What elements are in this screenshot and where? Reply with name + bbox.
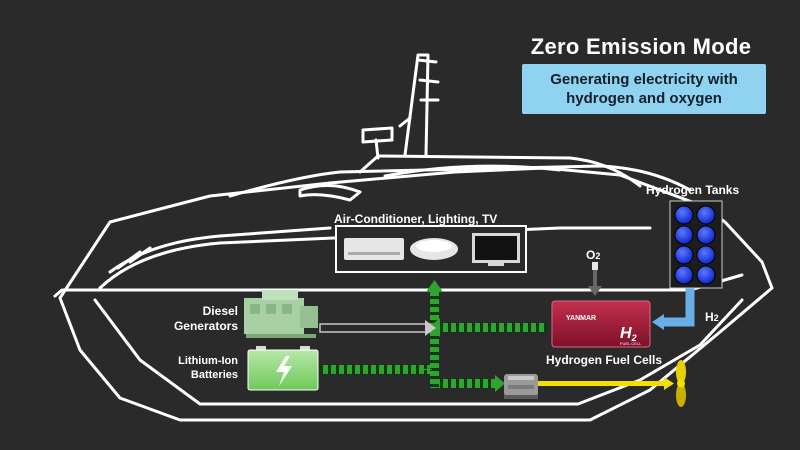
oxygen-label: O2 [586,248,600,262]
fuel-cells-label: Hydrogen Fuel Cells [546,353,663,367]
hydrogen-tank-icon [696,225,716,245]
tv-icon [472,233,520,266]
diesel-label-line-2: Generators [173,319,238,333]
hydrogen-label-sub: 2 [713,313,719,323]
page-title: Zero Emission Mode [530,34,752,59]
energy-flow-lines [319,280,547,392]
hydrogen-tank-icon [696,265,716,285]
svg-text:H2: H2 [620,325,637,343]
subtitle-line-2: hydrogen and oxygen [566,90,722,107]
fuel-cell-logo-sub: 2 [631,333,637,343]
hydrogen-label: H2 [705,310,719,324]
motor-icon [504,374,538,399]
oxygen-inlet [588,262,602,296]
hydrogen-tanks-label: Hydrogen Tanks [646,183,740,197]
appliances-label: Air-Conditioner, Lighting, TV [334,212,498,226]
hull-outline [53,53,774,422]
battery-label-line-1: Lithium-Ion [178,355,238,367]
ceiling-light-icon [410,238,458,260]
subtitle-box: Generating electricity with hydrogen and … [522,64,766,114]
propeller-icon [538,360,686,407]
hydrogen-tanks [669,200,723,289]
hydrogen-tank-icon [674,265,694,285]
hydrogen-tank-icon [674,225,694,245]
fuel-cell-icon: YANMAR H2 FUEL CELL [551,300,651,348]
appliances-panel [335,225,527,273]
diesel-label-line-1: Diesel [202,304,238,318]
air-conditioner-icon [344,238,404,260]
hydrogen-flow [652,288,695,330]
oxygen-label-main: O [586,248,596,262]
fuel-cell-logo-main: H [620,325,632,342]
oxygen-label-sub: 2 [595,251,601,261]
fuel-cell-logo-caption: FUEL CELL [620,341,642,346]
hydrogen-tank-icon [696,245,716,265]
subtitle-line-1: Generating electricity with [550,71,738,88]
hydrogen-tank-icon [674,245,694,265]
diesel-generator-icon [244,290,318,338]
battery-icon [247,346,319,391]
battery-label-line-2: Batteries [190,369,238,381]
fuel-cell-brand: YANMAR [566,315,596,322]
hydrogen-label-main: H [705,310,714,324]
hydrogen-tank-icon [696,205,716,225]
hydrogen-tank-icon [674,205,694,225]
